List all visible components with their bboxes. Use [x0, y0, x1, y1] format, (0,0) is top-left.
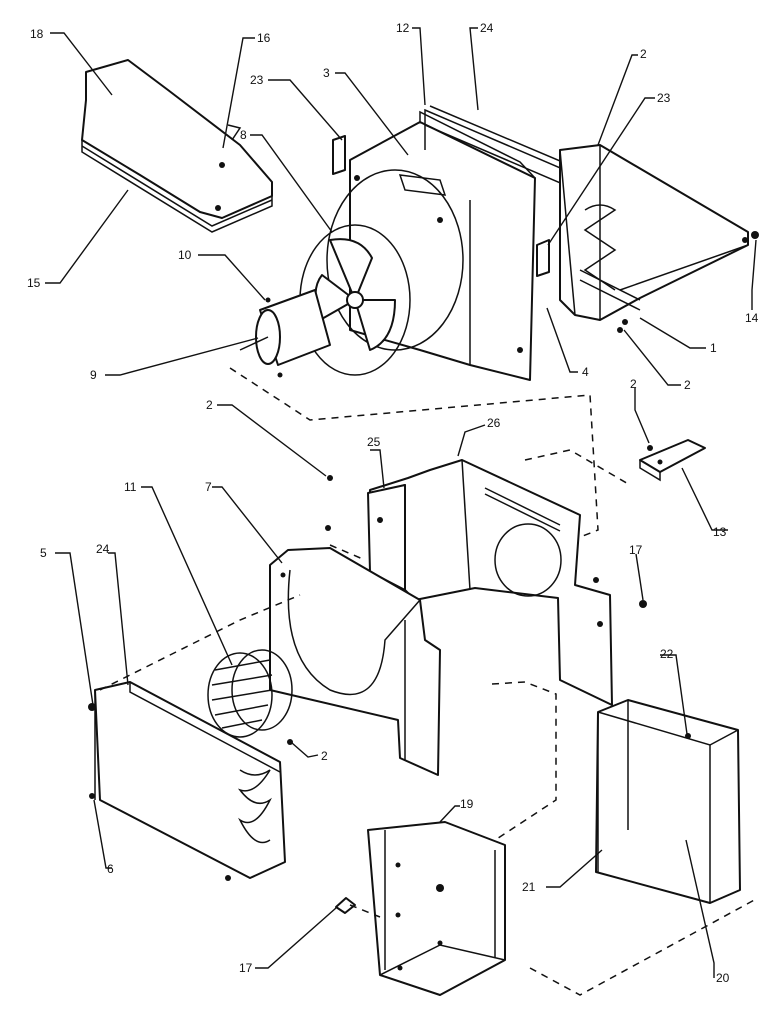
label-part-17-bottom: 17 [239, 961, 253, 975]
leader-lines [45, 27, 757, 978]
label-part-26: 26 [487, 416, 501, 430]
label-part-13: 13 [713, 525, 727, 539]
label-part-8: 8 [240, 128, 247, 142]
lower-partition-panel [367, 821, 506, 996]
label-part-23-left: 23 [250, 73, 264, 87]
label-part-3: 3 [323, 66, 330, 80]
outer-cabinet [595, 699, 741, 904]
label-part-2-mid: 2 [206, 398, 213, 412]
label-part-2-top: 2 [640, 47, 647, 61]
label-part-22: 22 [660, 647, 674, 661]
fan-blade [299, 224, 411, 376]
label-part-21: 21 [522, 880, 536, 894]
label-part-15: 15 [27, 276, 41, 290]
label-part-2-right: 2 [684, 378, 691, 392]
label-part-12: 12 [396, 21, 410, 35]
fan-motor [239, 289, 331, 378]
mounting-bracket [639, 439, 706, 482]
label-part-5: 5 [40, 546, 47, 560]
center-partition [325, 459, 613, 706]
clip-fastener [335, 897, 356, 914]
label-part-2-bracket: 2 [630, 377, 637, 391]
condenser-coil [88, 681, 293, 881]
label-part-9: 9 [90, 368, 97, 382]
top-cover-panel [81, 59, 273, 233]
label-part-7: 7 [205, 480, 212, 494]
label-part-18: 18 [30, 27, 44, 41]
label-part-19: 19 [460, 797, 474, 811]
blower-scroll-housing [269, 547, 441, 776]
label-part-11: 11 [124, 480, 137, 494]
part-number-labels: 18 16 15 12 24 2 23 3 23 8 10 9 14 1 2 4… [27, 21, 759, 985]
label-part-6: 6 [107, 862, 114, 876]
label-part-25: 25 [367, 435, 381, 449]
label-part-23-right: 23 [657, 91, 671, 105]
label-part-1: 1 [710, 341, 717, 355]
evaporator-coil [559, 144, 759, 333]
clip-fastener-right [639, 600, 647, 608]
label-part-14: 14 [745, 311, 759, 325]
label-part-4: 4 [582, 365, 589, 379]
label-part-2-wheel: 2 [321, 749, 328, 763]
fan-orifice-shroud [326, 110, 550, 381]
label-part-10: 10 [178, 248, 192, 262]
label-part-20: 20 [716, 971, 730, 985]
label-part-16: 16 [257, 31, 271, 45]
label-part-24-top: 24 [480, 21, 494, 35]
label-part-17-right: 17 [629, 543, 643, 557]
label-part-24-left: 24 [96, 542, 110, 556]
blower-wheel [207, 649, 293, 738]
